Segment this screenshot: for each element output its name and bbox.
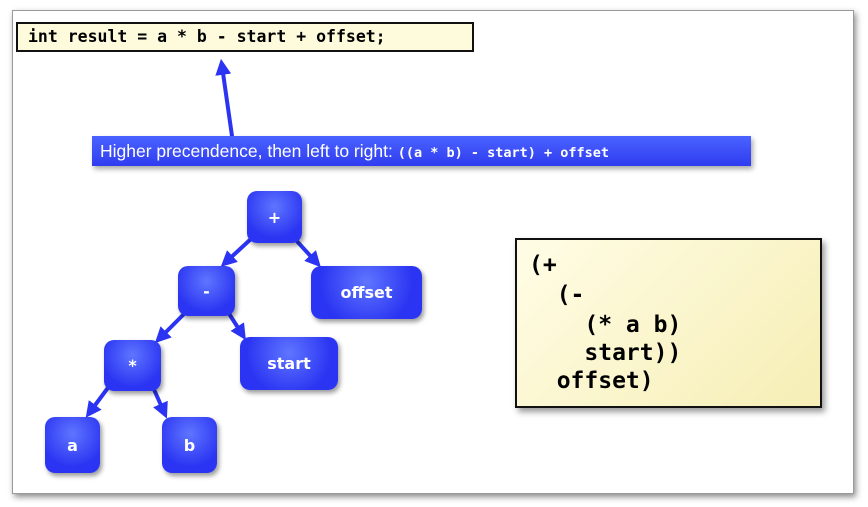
lisp-line: start)) (529, 340, 682, 366)
tree-node-a: a (45, 417, 100, 473)
tree-node-minus: - (178, 266, 235, 316)
lisp-line: offset) (529, 368, 654, 394)
lisp-line: (* a b) (529, 312, 682, 338)
edge-plus-minus (220, 236, 254, 267)
edge-plus-offset (292, 236, 321, 268)
banner-expression: ((a * b) - start) + offset (397, 145, 610, 161)
tree-node-plus: + (247, 191, 302, 243)
lisp-line: (+ (529, 252, 557, 278)
code-statement: int result = a * b - start + offset; (16, 22, 474, 52)
tree-node-offset: offset (311, 266, 422, 319)
lisp-line: (- (529, 282, 585, 308)
lisp-sexpr-box: (+ (- (* a b) start)) offset) (515, 238, 822, 408)
tree-node-start: start (240, 337, 338, 390)
precedence-banner: Higher precendence, then left to right: … (92, 136, 751, 166)
banner-text: Higher precendence, then left to right: (100, 141, 398, 161)
edge-minus-times (154, 310, 188, 344)
banner-pointer-arrow (215, 58, 234, 138)
edge-times-a (85, 383, 112, 418)
edge-minus-start (226, 310, 246, 341)
tree-node-times: * (104, 340, 161, 391)
tree-node-b: b (162, 417, 217, 473)
